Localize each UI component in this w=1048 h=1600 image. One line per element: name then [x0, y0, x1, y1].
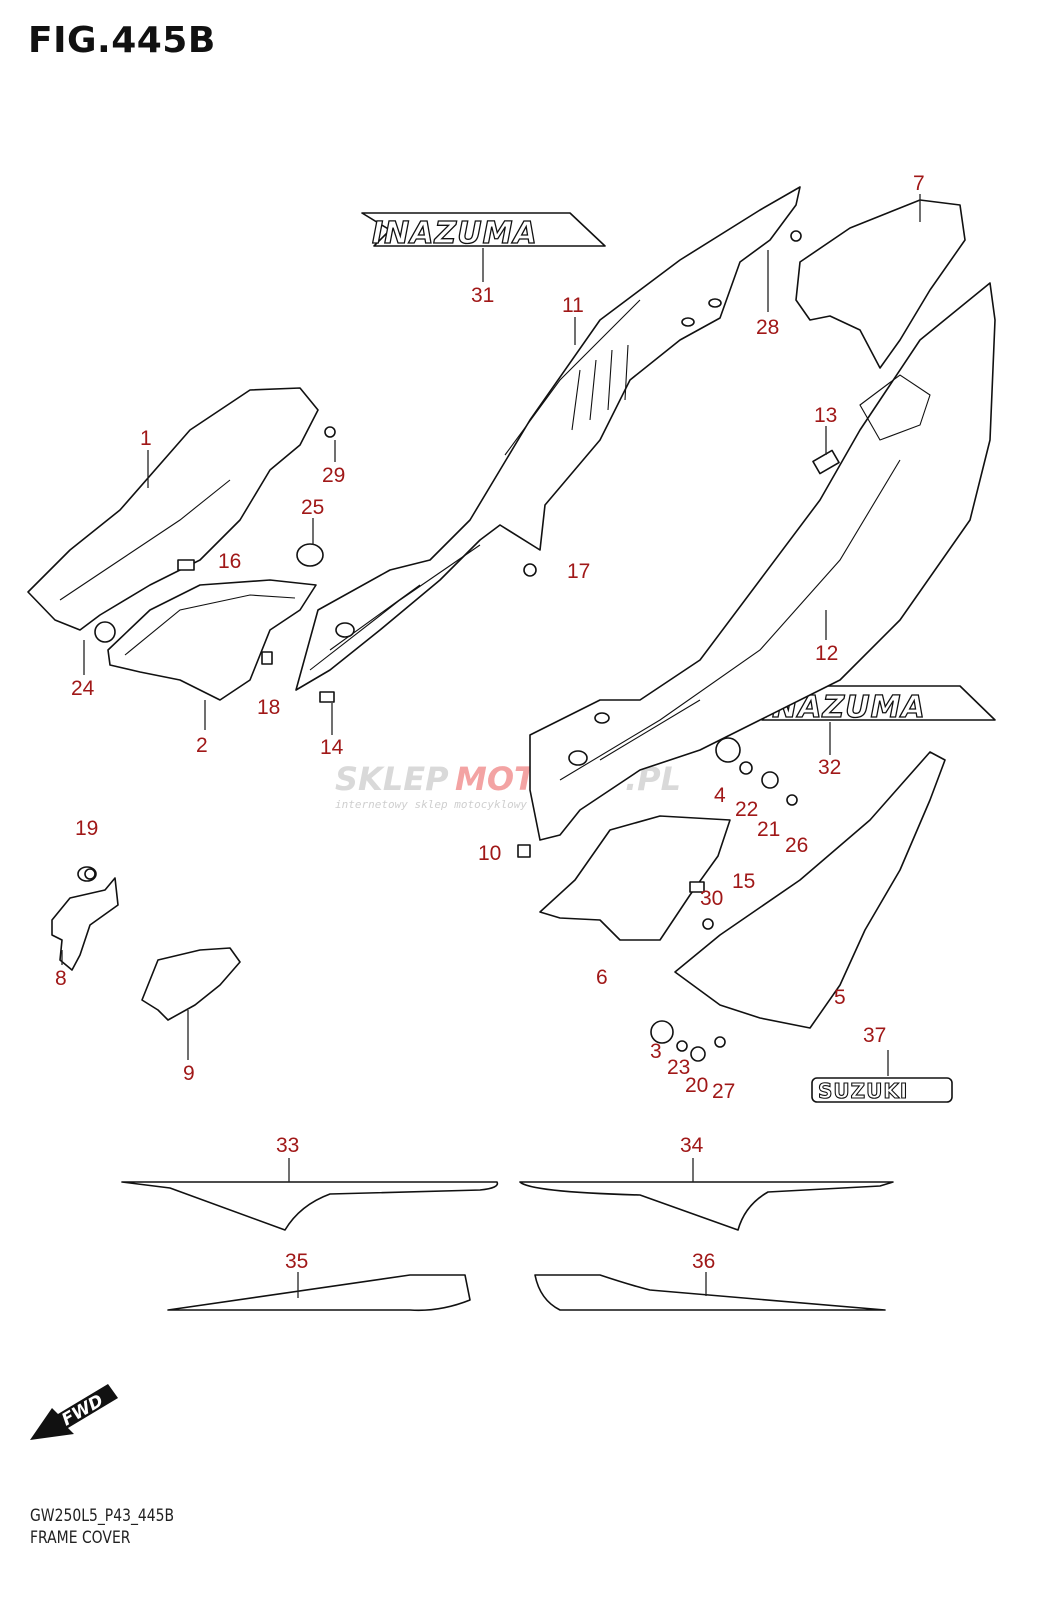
inazuma-decal-left[interactable]: INAZUMA [361, 212, 606, 252]
part-34-stripe[interactable] [519, 1181, 894, 1231]
part-30[interactable] [702, 918, 714, 930]
part-28[interactable] [790, 230, 802, 242]
callout-labels: 1 2 3 4 5 6 7 8 9 10 11 12 13 14 15 16 1… [55, 172, 925, 1273]
callout-37[interactable]: 37 [863, 1024, 886, 1047]
part-11-frame-cover-left[interactable] [295, 186, 801, 691]
callout-28[interactable]: 28 [756, 316, 779, 339]
part-26[interactable] [786, 794, 798, 806]
figure-title: FIG.445B [28, 20, 216, 61]
part-15[interactable] [689, 881, 705, 893]
callout-35[interactable]: 35 [285, 1250, 308, 1273]
callout-20[interactable]: 20 [685, 1074, 708, 1097]
part-10[interactable] [517, 844, 531, 858]
callout-1[interactable]: 1 [140, 427, 152, 450]
callout-2[interactable]: 2 [196, 734, 208, 757]
part-23[interactable] [676, 1040, 688, 1052]
callout-13[interactable]: 13 [814, 404, 837, 427]
part-12-frame-cover-right[interactable] [529, 282, 996, 841]
callout-9[interactable]: 9 [183, 1062, 195, 1085]
callout-32[interactable]: 32 [818, 756, 841, 779]
inazuma-decal-text: INAZUMA [760, 690, 926, 725]
callout-11[interactable]: 11 [562, 294, 584, 317]
callout-22[interactable]: 22 [735, 798, 758, 821]
part-6-lower-cover[interactable] [539, 815, 731, 941]
callout-12[interactable]: 12 [815, 642, 838, 665]
callout-18[interactable]: 18 [257, 696, 280, 719]
hardware-parts [84, 230, 840, 1062]
callout-36[interactable]: 36 [692, 1250, 715, 1273]
part-3[interactable] [650, 1020, 674, 1044]
callout-8[interactable]: 8 [55, 967, 67, 990]
part-9-bracket[interactable] [141, 947, 241, 1021]
part-5-side-cover-right[interactable] [674, 751, 946, 1029]
part-27[interactable] [714, 1036, 726, 1048]
diagram-name: FRAME COVER [30, 1528, 131, 1548]
callout-5[interactable]: 5 [834, 986, 846, 1009]
part-18[interactable] [261, 651, 273, 665]
part-35-stripe[interactable] [167, 1274, 471, 1312]
part-4[interactable] [715, 737, 741, 763]
callout-3[interactable]: 3 [650, 1040, 662, 1063]
callout-4[interactable]: 4 [714, 784, 726, 807]
part-13[interactable] [812, 449, 840, 475]
watermark-text-1: SKLEP [335, 760, 449, 798]
callout-14[interactable]: 14 [320, 736, 344, 759]
callout-24[interactable]: 24 [71, 677, 95, 700]
callout-26[interactable]: 26 [785, 834, 808, 857]
callout-16[interactable]: 16 [218, 550, 241, 573]
inazuma-decal-text: INAZUMA [372, 216, 538, 251]
callout-31[interactable]: 31 [471, 284, 494, 307]
part-20[interactable] [690, 1046, 706, 1062]
callout-10[interactable]: 10 [478, 842, 501, 865]
watermark-tagline: internetowy sklep motocyklowy [335, 798, 527, 811]
part-17[interactable] [523, 563, 537, 577]
part-8-bracket[interactable] [51, 866, 119, 971]
leader-lines [61, 194, 921, 1298]
part-21[interactable] [761, 771, 779, 789]
callout-33[interactable]: 33 [276, 1134, 299, 1157]
part-36-stripe[interactable] [534, 1274, 886, 1311]
callout-34[interactable]: 34 [680, 1134, 704, 1157]
model-code: GW250L5_P43_445B [30, 1506, 175, 1526]
callout-17[interactable]: 17 [567, 560, 590, 583]
callout-23[interactable]: 23 [667, 1056, 690, 1079]
inazuma-decal-right[interactable]: INAZUMA [749, 685, 996, 726]
fwd-arrow-icon: FWD [30, 1384, 118, 1440]
part-16[interactable] [177, 559, 195, 571]
part-29[interactable] [324, 426, 336, 438]
callout-27[interactable]: 27 [712, 1080, 735, 1103]
callout-7[interactable]: 7 [913, 172, 925, 195]
suzuki-emblem[interactable]: SUZUKI [811, 1077, 953, 1104]
part-19[interactable] [84, 868, 96, 880]
callout-29[interactable]: 29 [322, 464, 345, 487]
callout-19[interactable]: 19 [75, 817, 98, 840]
callout-30[interactable]: 30 [700, 887, 723, 910]
fwd-label: FWD [59, 1391, 108, 1431]
part-2-inner-cover[interactable] [107, 543, 324, 701]
callout-15[interactable]: 15 [732, 870, 755, 893]
part-22[interactable] [739, 761, 753, 775]
callout-6[interactable]: 6 [596, 966, 608, 989]
part-14[interactable] [319, 691, 335, 703]
callout-25[interactable]: 25 [301, 496, 324, 519]
suzuki-emblem-text: SUZUKI [818, 1079, 908, 1103]
part-33-stripe[interactable] [121, 1181, 499, 1231]
part-1-side-cover[interactable] [27, 387, 319, 643]
callout-21[interactable]: 21 [757, 818, 780, 841]
